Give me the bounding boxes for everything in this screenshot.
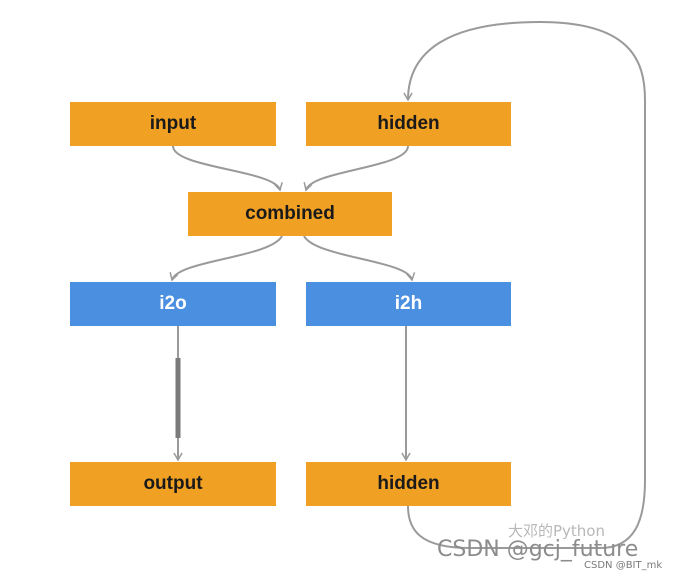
watermark-top: 大邓的Python <box>508 522 605 540</box>
combined-node: combined <box>188 192 392 236</box>
arrow-combined-to-i2h <box>303 235 416 282</box>
hidden-bottom-label: hidden <box>377 473 440 494</box>
hidden-top-label: hidden <box>377 113 440 134</box>
arrow-hidden-to-combined <box>303 145 409 192</box>
i2o-label: i2o <box>159 293 187 314</box>
hidden-node-bottom: hidden <box>306 462 511 506</box>
hidden-node-top: hidden <box>306 102 511 146</box>
i2o-node: i2o <box>70 282 276 326</box>
output-label: output <box>143 473 203 494</box>
input-label: input <box>149 113 197 134</box>
output-node: output <box>70 462 276 506</box>
i2h-label: i2h <box>394 293 423 314</box>
watermark-small: CSDN @BIT_mk <box>584 560 663 571</box>
watermark-main: CSDN @gcj_future <box>437 537 639 562</box>
i2h-node: i2h <box>306 282 511 326</box>
combined-label: combined <box>245 203 335 224</box>
arrow-combined-to-i2o <box>169 235 283 282</box>
input-node: input <box>70 102 276 146</box>
arrow-input-to-combined <box>172 145 283 192</box>
recurrent-loop <box>403 20 646 549</box>
